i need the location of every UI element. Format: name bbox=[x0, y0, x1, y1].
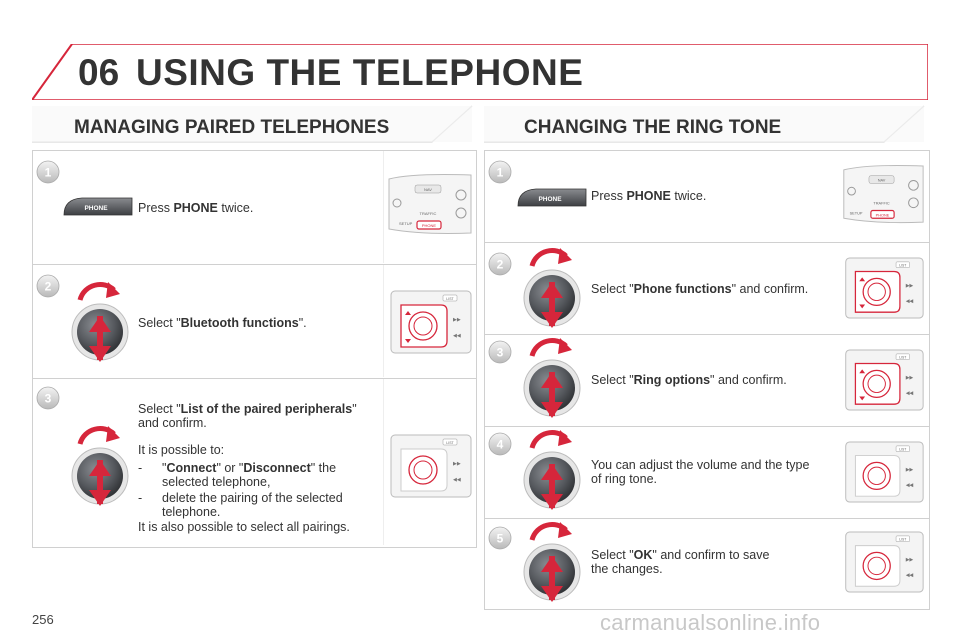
svg-text:PHONE: PHONE bbox=[876, 213, 890, 217]
step-number-badge: 2 bbox=[36, 274, 60, 298]
right-section-title: CHANGING THE RING TONE bbox=[524, 117, 782, 138]
step-number: 3 bbox=[45, 392, 52, 406]
watermark: carmanualsonline.info bbox=[600, 610, 821, 635]
step-instruction: Select "List of the paired peripherals" … bbox=[138, 402, 357, 430]
step-note: It is possible to: bbox=[138, 443, 225, 457]
phone-button-icon: PHONE bbox=[517, 188, 587, 207]
step-number-badge: 1 bbox=[488, 160, 512, 184]
left-section-title: MANAGING PAIRED TELEPHONES bbox=[74, 117, 390, 138]
svg-text:SETUP: SETUP bbox=[850, 211, 863, 215]
svg-text:SETUP: SETUP bbox=[399, 221, 413, 226]
rotary-knob-icon bbox=[70, 282, 130, 342]
svg-text:PHONE: PHONE bbox=[84, 205, 108, 212]
step-number-badge: 3 bbox=[36, 386, 60, 410]
svg-text:▶▶: ▶▶ bbox=[906, 375, 914, 381]
right-section-frame bbox=[484, 105, 925, 143]
radio-panel-phone-image: NAV TRAFFIC PHONE SETUP bbox=[383, 151, 475, 263]
left-section-frame bbox=[32, 105, 473, 143]
step-note: It is also possible to select all pairin… bbox=[138, 520, 350, 534]
step-instruction: You can adjust the volume and the type o… bbox=[591, 458, 810, 486]
svg-text:▶▶: ▶▶ bbox=[906, 283, 914, 289]
step-number: 2 bbox=[497, 258, 504, 272]
step-instruction: Select "OK" and confirm to save the chan… bbox=[591, 548, 770, 576]
step-number-badge: 2 bbox=[488, 252, 512, 276]
rotary-knob-icon bbox=[70, 426, 130, 486]
radio-panel-knob-image: LIST ▶▶ ◀◀ bbox=[383, 265, 475, 377]
svg-text:NAV: NAV bbox=[424, 187, 432, 192]
rotary-knob-icon bbox=[522, 526, 582, 586]
svg-text:LIST: LIST bbox=[899, 538, 906, 542]
bullet-dash: - bbox=[138, 461, 143, 475]
svg-text:▶▶: ▶▶ bbox=[906, 557, 914, 563]
step-number-badge: 4 bbox=[488, 432, 512, 456]
svg-text:◀◀: ◀◀ bbox=[906, 573, 914, 579]
radio-panel-knob-image: LIST ▶▶ ◀◀ bbox=[383, 379, 475, 545]
svg-text:▶▶: ▶▶ bbox=[453, 461, 461, 467]
step-number: 2 bbox=[45, 280, 52, 294]
radio-panel-knob-image: LIST ▶▶ ◀◀ bbox=[838, 428, 927, 516]
bullet-dash: - bbox=[138, 491, 143, 505]
step-number-badge: 5 bbox=[488, 526, 512, 550]
svg-text:◀◀: ◀◀ bbox=[906, 299, 914, 305]
step-instruction: Select "Ring options" and confirm. bbox=[591, 373, 787, 387]
chapter-number: 06 bbox=[78, 52, 120, 93]
bullet-item: delete the pairing of the selected telep… bbox=[162, 491, 343, 519]
bullet-item: "Connect" or "Disconnect" the selected t… bbox=[162, 461, 337, 489]
step-number: 4 bbox=[497, 438, 504, 452]
svg-text:◀◀: ◀◀ bbox=[453, 333, 461, 339]
svg-text:LIST: LIST bbox=[899, 448, 906, 452]
svg-text:PHONE: PHONE bbox=[538, 196, 562, 203]
page-number: 256 bbox=[32, 612, 54, 627]
svg-text:TRAFFIC: TRAFFIC bbox=[420, 211, 437, 216]
svg-text:LIST: LIST bbox=[446, 441, 454, 445]
svg-text:◀◀: ◀◀ bbox=[453, 477, 461, 483]
rotary-knob-icon bbox=[522, 434, 582, 494]
radio-panel-knob-image: LIST ▶▶ ◀◀ bbox=[838, 244, 927, 332]
page-title: USING THE TELEPHONE bbox=[136, 52, 584, 93]
step-instruction: Select "Phone functions" and confirm. bbox=[591, 282, 809, 296]
step-number: 1 bbox=[45, 166, 52, 180]
svg-text:NAV: NAV bbox=[878, 178, 886, 182]
step-instruction: Press PHONE twice. bbox=[591, 189, 707, 203]
radio-panel-knob-image: LIST ▶▶ ◀◀ bbox=[838, 336, 927, 424]
header-frame bbox=[32, 44, 928, 100]
svg-text:PHONE: PHONE bbox=[422, 223, 437, 228]
step-number-badge: 1 bbox=[36, 160, 60, 184]
step-number: 1 bbox=[497, 166, 504, 180]
step-number: 5 bbox=[497, 532, 504, 546]
radio-panel-phone-image: NAV TRAFFIC PHONE SETUP bbox=[838, 152, 927, 240]
svg-text:TRAFFIC: TRAFFIC bbox=[873, 202, 890, 206]
step-instruction: Press PHONE twice. bbox=[138, 201, 254, 215]
svg-text:◀◀: ◀◀ bbox=[906, 391, 914, 397]
rotary-knob-icon bbox=[522, 252, 582, 312]
svg-text:◀◀: ◀◀ bbox=[906, 483, 914, 489]
svg-text:LIST: LIST bbox=[446, 297, 454, 301]
phone-button-icon: PHONE bbox=[63, 197, 133, 216]
svg-text:LIST: LIST bbox=[899, 264, 906, 268]
step-number-badge: 3 bbox=[488, 340, 512, 364]
step-instruction: Select "Bluetooth functions". bbox=[138, 316, 307, 330]
radio-panel-knob-image: LIST ▶▶ ◀◀ bbox=[838, 520, 927, 606]
rotary-knob-icon bbox=[522, 342, 582, 402]
step-number: 3 bbox=[497, 346, 504, 360]
svg-text:LIST: LIST bbox=[899, 356, 906, 360]
svg-text:▶▶: ▶▶ bbox=[453, 317, 461, 323]
svg-text:▶▶: ▶▶ bbox=[906, 467, 914, 473]
